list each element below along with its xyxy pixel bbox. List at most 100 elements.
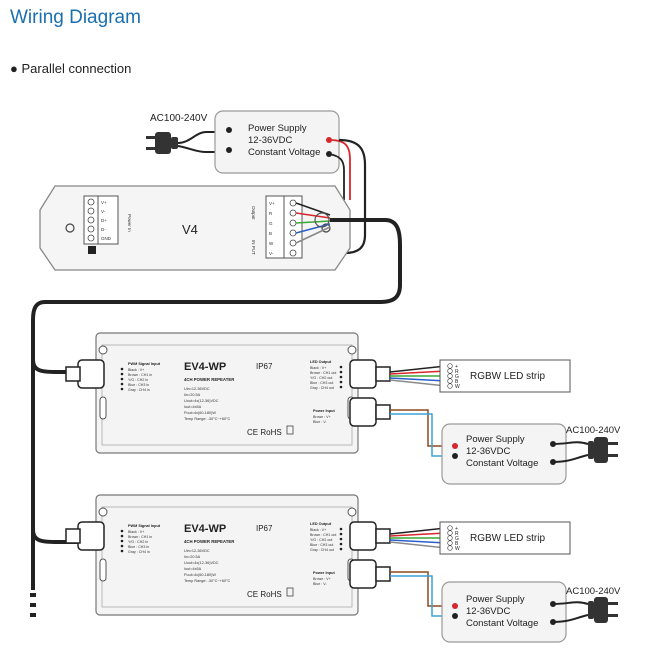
ctrl-left-t2: V-: [101, 209, 106, 214]
r1-input-row-4: Blue : CH3 in: [128, 383, 149, 387]
r2-power-title: Power Input: [313, 571, 335, 575]
r1-supply-line-2: 12-36VDC: [466, 446, 510, 457]
repeater-2: EV4-WP IP67 4CH POWER REPEATER Uin=12-36…: [65, 494, 391, 616]
top-ac-label: AC100-240V: [150, 113, 208, 124]
r2-input-row-2: Brown : CH1 in: [128, 535, 152, 539]
v4-controller: V4 V+ V- D+ D- GND Power In V+ R G B W: [39, 185, 351, 271]
r1-supply-line-3: Constant Voltage: [466, 458, 538, 469]
ctrl-right-t6: V-: [269, 251, 274, 256]
r1-output-row-4: Blue : CH3 out: [310, 381, 333, 385]
r2-strip-pin-3: G: [455, 536, 459, 542]
top-supply-line-3: Constant Voltage: [248, 147, 320, 158]
r1-output-wires: [389, 365, 447, 387]
r1-model: EV4-WP: [184, 361, 226, 373]
r2-strip-pin-5: W: [455, 546, 460, 552]
r2-ip: IP67: [256, 524, 273, 533]
r1-output-row-5: Gray : CH4 out: [310, 386, 334, 390]
r2-output-row-5: Gray : CH4 out: [310, 548, 334, 552]
r1-output-title: LED Output: [310, 360, 332, 364]
r2-output-row-4: Blue : CH3 out: [310, 543, 333, 547]
r1-supply-line-1: Power Supply: [466, 434, 525, 445]
r1-spec-3: Uout=4x(12-36)VDC: [184, 399, 219, 403]
top-ac-source: AC100-240V: [146, 113, 222, 154]
r1-power-title: Power Input: [313, 409, 335, 413]
r1-ip: IP67: [256, 362, 273, 371]
r2-input-row-1: Black : V+: [128, 530, 144, 534]
r1-strip-pin-2: R: [455, 369, 459, 375]
r1-strip-pin-4: B: [455, 379, 459, 385]
controller-name: V4: [182, 222, 198, 237]
r1-led-strip: + R G B W RGBW LED strip: [439, 359, 571, 393]
r1-output-row-3: Y/G : CH2 out: [310, 376, 332, 380]
r2-output-row-2: Brown : CH1 out: [310, 533, 336, 537]
ctrl-left-t1: V+: [101, 200, 107, 205]
r1-input-row-3: Y/G : CH2 in: [128, 378, 148, 382]
ctrl-left-t3: D+: [101, 218, 107, 223]
r1-ac-label: AC100-240V: [566, 425, 621, 436]
continuation-marks: [30, 593, 36, 617]
repeater-1: EV4-WP IP67 4CH POWER REPEATER Uin=12-36…: [65, 332, 391, 454]
r2-output-title: LED Output: [310, 522, 332, 526]
diagram-title: Wiring Diagram: [10, 7, 141, 28]
ctrl-right-caption-2: IN PUT: [251, 240, 256, 255]
r1-input-title: PWM Signal Input: [128, 362, 161, 366]
r2-cert: CE RoHS: [247, 590, 282, 599]
r1-spec-4: Iout=4x5A: [184, 405, 202, 409]
ctrl-right-t4: B: [269, 231, 272, 236]
r1-output-row-1: Black : V+: [310, 366, 326, 370]
r1-output-row-2: Brown : CH1 out: [310, 371, 336, 375]
section-heading: ● Parallel connection: [10, 61, 131, 76]
r2-input-row-5: Gray : CH4 in: [128, 550, 150, 554]
r1-spec-1: Uin=12-36VDC: [184, 387, 210, 391]
bullet-icon: ●: [10, 61, 18, 76]
r2-spec-3: Uout=4x(12-36)VDC: [184, 561, 219, 565]
r2-model: EV4-WP: [184, 523, 226, 535]
r2-input-title: PWM Signal Input: [128, 524, 161, 528]
ctrl-left-t4: D-: [101, 227, 106, 232]
r2-power-row-1: Brown : V+: [313, 577, 331, 581]
r2-output-row-1: Black : V+: [310, 528, 326, 532]
ctrl-right-t5: W: [269, 241, 274, 246]
r1-power-supply: Power Supply 12-36VDC Constant Voltage: [441, 423, 567, 485]
r2-spec-6: Temp Range: -30°C~+60°C: [184, 579, 231, 583]
r1-spec-2: Iin=20.5A: [184, 393, 201, 397]
section-label: Parallel connection: [21, 61, 132, 76]
r1-cert: CE RoHS: [247, 428, 282, 437]
r1-spec-6: Temp Range: -30°C~+60°C: [184, 417, 231, 421]
r2-strip-pin-2: R: [455, 531, 459, 537]
ctrl-left-t5: GND: [101, 236, 112, 241]
plug-icon: [146, 131, 222, 154]
r2-led-strip: + R G B W RGBW LED strip: [439, 521, 571, 555]
top-supply-line-2: 12-36VDC: [248, 135, 292, 146]
ctrl-right-t2: R: [269, 211, 273, 216]
ctrl-right-t3: G: [269, 221, 273, 226]
r2-spec-1: Uin=12-36VDC: [184, 549, 210, 553]
plug-icon: [552, 437, 618, 463]
r1-strip-pin-3: G: [455, 374, 459, 380]
r1-input-row-1: Black : V+: [128, 368, 144, 372]
r2-power-row-2: Blue : V-: [313, 582, 327, 586]
r2-supply-line-3: Constant Voltage: [466, 618, 538, 629]
r1-input-row-2: Brown : CH1 in: [128, 373, 152, 377]
r2-subtitle: 4CH POWER REPEATER: [184, 539, 235, 544]
r2-output-row-3: Y/G : CH2 out: [310, 538, 332, 542]
r2-input-row-4: Blue : CH3 in: [128, 545, 149, 549]
r2-strip-label: RGBW LED strip: [470, 533, 545, 544]
r2-input-row-3: Y/G : CH2 in: [128, 540, 148, 544]
r1-strip-pin-1: +: [455, 364, 458, 370]
r2-strip-pin-4: B: [455, 541, 459, 547]
ctrl-right-t1: V+: [269, 201, 275, 206]
r2-output-wires: [389, 527, 447, 549]
plug-icon: [552, 597, 618, 623]
r1-strip-label: RGBW LED strip: [470, 371, 545, 382]
r2-power-supply: Power Supply 12-36VDC Constant Voltage: [441, 581, 567, 643]
r1-power-row-1: Brown : V+: [313, 415, 331, 419]
r1-power-row-2: Blue : V-: [313, 420, 327, 424]
r2-spec-2: Iin=20.5A: [184, 555, 201, 559]
r2-strip-pin-1: +: [455, 526, 458, 532]
r1-input-row-5: Gray : CH4 in: [128, 388, 150, 392]
r2-supply-line-2: 12-36VDC: [466, 606, 510, 617]
r2-spec-4: Iout=4x5A: [184, 567, 202, 571]
ctrl-left-caption: Power In: [127, 214, 132, 232]
r2-ac-label: AC100-240V: [566, 586, 621, 597]
